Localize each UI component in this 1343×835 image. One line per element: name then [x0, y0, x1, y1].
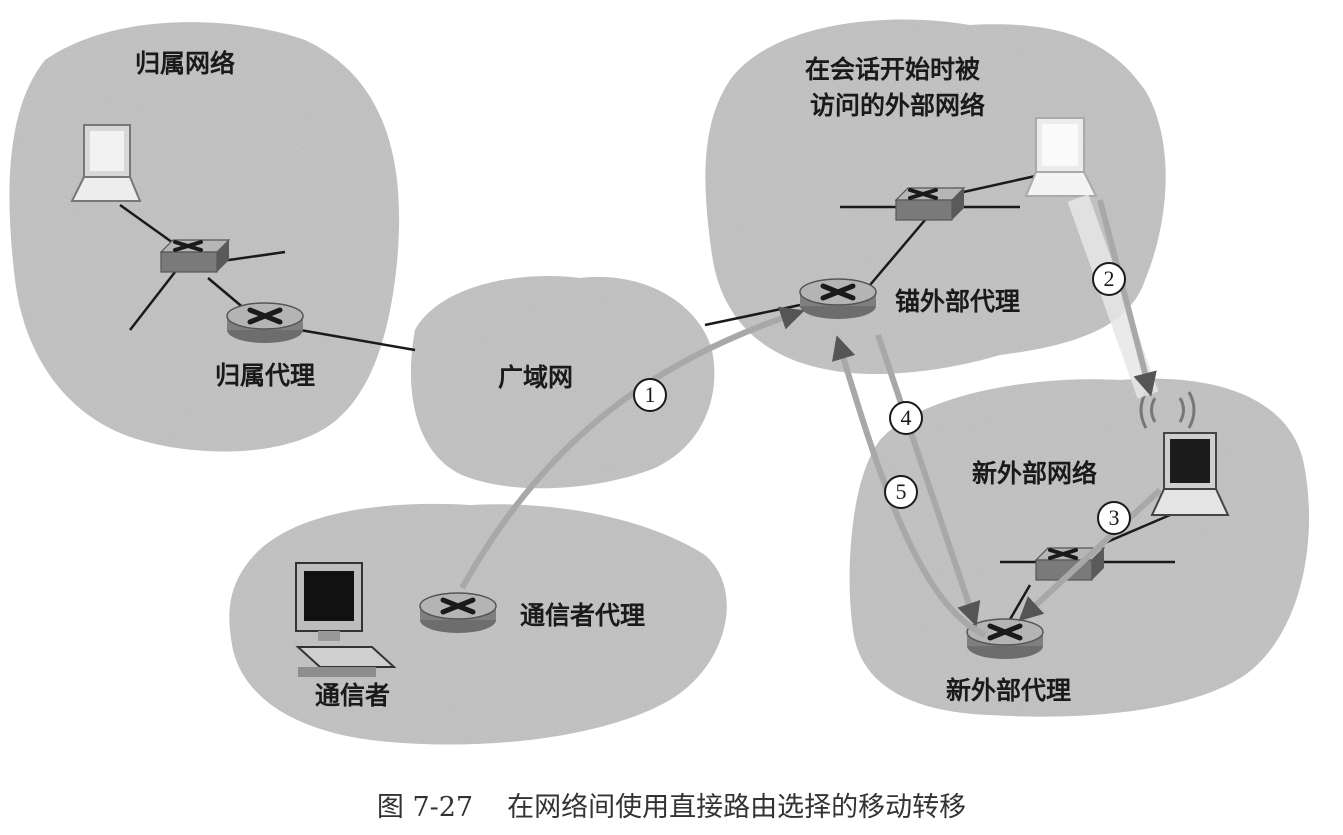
correspondent-label: 通信者	[315, 681, 391, 710]
step-2-arrow	[1097, 199, 1157, 397]
home-network-label: 归属网络	[135, 49, 236, 78]
step-1-badge: 1	[633, 378, 667, 412]
step-5-arrow	[832, 335, 987, 638]
figure-title: 在网络间使用直接路由选择的移动转移	[507, 792, 967, 823]
step-5-badge: 5	[884, 475, 918, 509]
wireless-signal-icon	[1139, 391, 1196, 429]
step-2-badge: 2	[1092, 262, 1126, 296]
wan-label: 广域网	[498, 363, 574, 392]
visited-network-label-line1: 在会话开始时被	[805, 55, 981, 84]
new-foreign-network-label: 新外部网络	[972, 459, 1098, 488]
step-4-badge: 4	[889, 401, 923, 435]
correspondent-computer-icon	[295, 562, 397, 677]
correspondent-agent-router-icon	[420, 593, 496, 633]
home-network-cloud	[9, 22, 400, 452]
visited-network-label-line2: 访问的外部网络	[810, 91, 986, 120]
step-1-arrow	[459, 306, 805, 590]
visited-laptop-icon	[1024, 117, 1098, 197]
figure-caption: 图 7-27 在网络间使用直接路由选择的移动转移	[0, 785, 1343, 824]
step-3-arrow	[1018, 487, 1163, 622]
home-laptop-icon	[70, 124, 142, 202]
new-foreign-agent-router-icon	[967, 619, 1043, 659]
new-foreign-laptop-icon	[1150, 432, 1230, 516]
figure-number: 图 7-27	[376, 792, 474, 823]
wan-cloud	[410, 275, 715, 489]
network-diagram	[9, 19, 1310, 745]
home-agent-router-icon	[227, 303, 303, 343]
anchor-foreign-agent-router-icon	[800, 279, 876, 319]
new-foreign-agent-label: 新外部代理	[946, 676, 1072, 705]
mobility-trail	[1067, 194, 1159, 399]
step-4-arrow	[875, 334, 981, 627]
step-3-badge: 3	[1097, 501, 1131, 535]
visited-switch-icon	[894, 186, 966, 222]
correspondent-agent-label: 通信者代理	[520, 601, 646, 630]
home-agent-label: 归属代理	[215, 361, 316, 390]
home-switch-icon	[159, 238, 231, 274]
anchor-foreign-agent-label: 锚外部代理	[895, 287, 1021, 316]
